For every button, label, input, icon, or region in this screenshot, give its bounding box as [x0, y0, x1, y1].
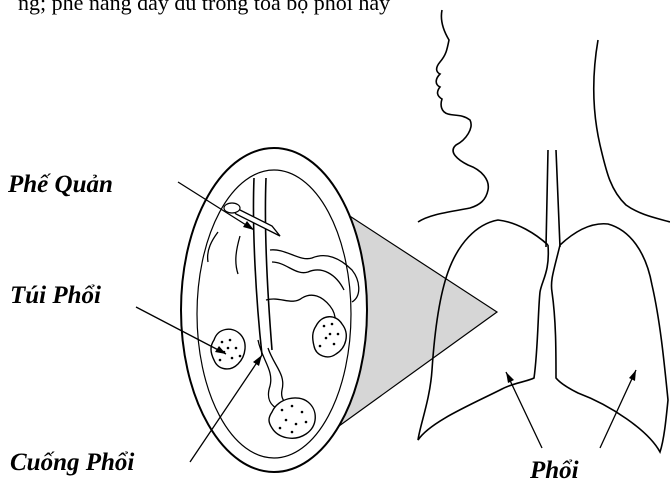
leader-arrow-phoi-left	[506, 372, 542, 448]
right-lung-outline	[551, 224, 668, 452]
label-phoi: Phổi	[530, 458, 579, 483]
neck-back-outline	[594, 40, 670, 222]
label-cuong-phoi: Cuống Phổi	[10, 450, 134, 475]
bronchiole-stub-opening	[224, 203, 240, 213]
leader-arrow-phoi-right	[600, 370, 636, 448]
trachea	[546, 150, 560, 247]
label-tui-phoi: Túi Phổi	[10, 283, 101, 308]
head-profile-outline	[418, 10, 488, 222]
label-phe-quan: Phế Quản	[8, 172, 113, 197]
